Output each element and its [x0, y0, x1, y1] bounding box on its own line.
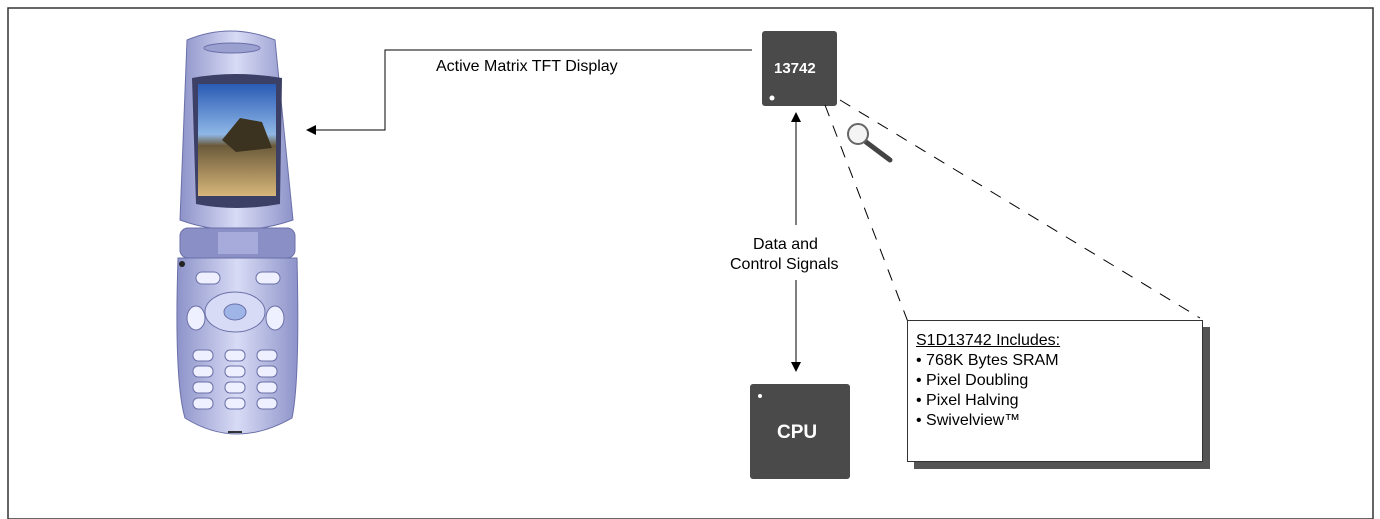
signals-label-line1: Data and [753, 236, 818, 254]
cpu-chip [750, 384, 850, 479]
diagram-frame [7, 7, 1374, 519]
zoom-line-left [824, 104, 909, 323]
signals-label-line2: Control Signals [730, 256, 839, 274]
chip-label: 13742 [774, 60, 816, 77]
callout-item: • Swivelview™ [916, 412, 1021, 429]
zoom-line-right [839, 99, 1201, 319]
flip-phone-image [176, 30, 299, 435]
callout-item: • Pixel Halving [916, 392, 1019, 409]
features-callout: S1D13742 Includes: • 768K Bytes SRAM • P… [907, 320, 1203, 462]
callout-title: S1D13742 Includes: [916, 332, 1061, 349]
s1d13742-chip [762, 31, 837, 106]
cpu-label: CPU [777, 422, 818, 443]
callout-item: • Pixel Doubling [916, 372, 1029, 389]
chip-pin1-dot [769, 95, 775, 101]
display-connector-line [306, 49, 752, 135]
callout-item: • 768K Bytes SRAM [916, 352, 1059, 369]
magnifier-icon [847, 123, 893, 163]
display-label: Active Matrix TFT Display [436, 58, 618, 75]
cpu-pin1-dot [758, 394, 762, 398]
